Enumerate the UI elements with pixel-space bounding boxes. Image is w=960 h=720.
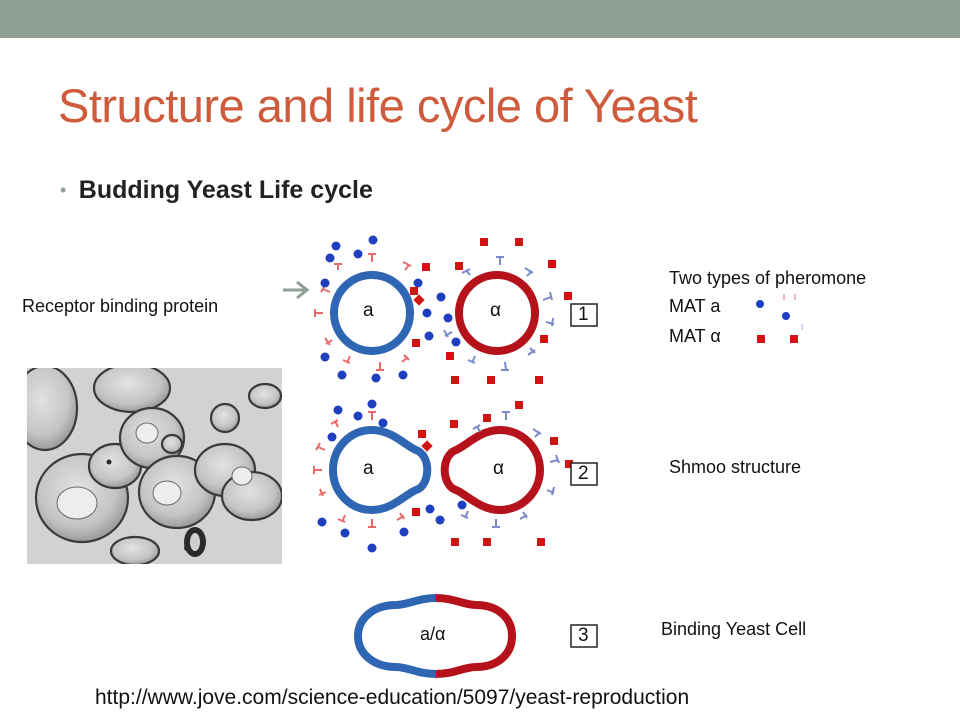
bullet-icon: • [60,180,67,200]
step-number-3: 3 [578,625,589,646]
mat-a-label: MAT a [669,296,721,316]
mat-alpha-label: MAT α [669,326,721,346]
shmoo-alpha-label: α [493,458,504,479]
step-number-1: 1 [578,304,589,325]
cell-a-label: a [363,300,374,321]
receptor-icons-alpha-2 [460,411,560,528]
slide-title: Structure and life cycle of Yeast [58,79,698,132]
step-number-2: 2 [578,463,589,484]
cell-alpha-label: α [490,300,501,321]
yeast-micrograph [27,368,282,564]
shmoo-a-label: a [363,458,374,479]
bullet-item: • Budding Yeast Life cycle [60,176,373,205]
bullet-text: Budding Yeast Life cycle [78,176,373,204]
arrow-icon [283,280,310,300]
receptor-label: Receptor binding protein [22,296,219,316]
shmoo-label: Shmoo structure [669,457,802,477]
mat-a-pheromones [320,235,461,383]
fused-cell-alpha-half [435,594,517,678]
source-url: http://www.jove.com/science-education/50… [95,686,690,709]
mat-a-pheromones-2 [317,399,467,553]
fused-cell-label: a/α [420,624,446,644]
shmoo-cell-a [328,425,432,515]
legend-mat-alpha-icon [757,335,798,343]
binding-label: Binding Yeast Cell [661,619,807,639]
pheromone-heading: Two types of pheromone [669,268,867,288]
top-accent-bar [0,0,960,38]
legend-mat-a-icon [756,294,803,330]
receptor-icons-a-2 [313,411,405,528]
